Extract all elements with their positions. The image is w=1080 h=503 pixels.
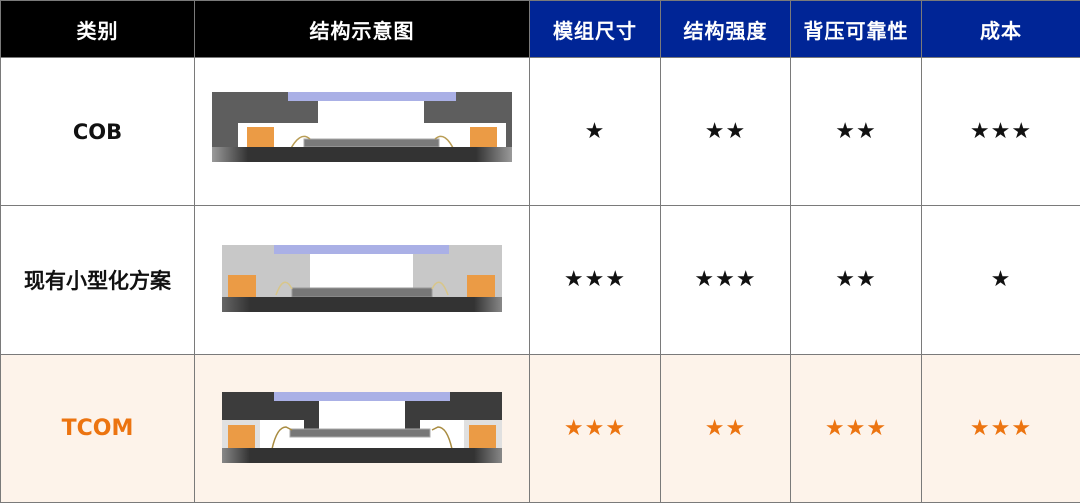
cost-rating: ★★★ xyxy=(921,353,1080,503)
structural-strength-rating: ★★ xyxy=(660,353,791,503)
cost-rating: ★ xyxy=(921,205,1080,355)
cob-structure-diagram xyxy=(194,56,530,207)
header-backpressure-reliability: 背压可靠性 xyxy=(790,0,922,58)
structural-strength-rating: ★★ xyxy=(660,56,791,207)
header-cost: 成本 xyxy=(921,0,1080,58)
tcom-diagram-icon xyxy=(222,392,502,464)
table-row-cob: COB xyxy=(0,56,1080,207)
module-size-rating: ★ xyxy=(529,56,661,207)
existing-diagram-icon xyxy=(222,244,502,312)
structural-strength-rating: ★★★ xyxy=(660,205,791,355)
header-structure-diagram: 结构示意图 xyxy=(194,0,530,58)
existing-miniaturized-structure-diagram xyxy=(194,205,530,355)
table-row-existing-miniaturized: 现有小型化方案 ★★★ ★★★ xyxy=(0,205,1080,355)
row-label: TCOM xyxy=(0,353,195,503)
tcom-structure-diagram xyxy=(194,353,530,503)
header-module-size: 模组尺寸 xyxy=(529,0,661,58)
header-row: 类别 结构示意图 模组尺寸 结构强度 背压可靠性 成本 xyxy=(0,0,1080,58)
table-row-tcom: TCOM xyxy=(0,353,1080,503)
backpressure-reliability-rating: ★★★ xyxy=(790,353,922,503)
module-size-rating: ★★★ xyxy=(529,205,661,355)
row-label: COB xyxy=(0,56,195,207)
backpressure-reliability-rating: ★★ xyxy=(790,205,922,355)
row-label: 现有小型化方案 xyxy=(0,205,195,355)
cost-rating: ★★★ xyxy=(921,56,1080,207)
header-category: 类别 xyxy=(0,0,195,58)
cob-diagram-icon xyxy=(212,91,512,162)
module-size-rating: ★★★ xyxy=(529,353,661,503)
backpressure-reliability-rating: ★★ xyxy=(790,56,922,207)
header-structural-strength: 结构强度 xyxy=(660,0,791,58)
